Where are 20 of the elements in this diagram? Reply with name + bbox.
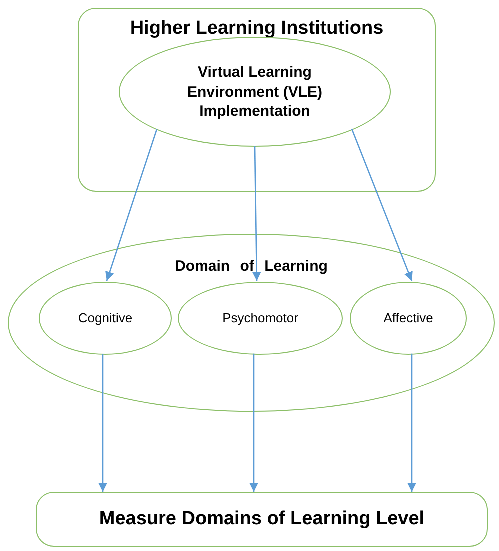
domain-ellipse (8, 234, 495, 412)
psychomotor-ellipse (178, 282, 343, 355)
node-label: Affective (382, 310, 434, 327)
arrow (252, 146, 262, 282)
arrow (106, 129, 158, 282)
institution-box (78, 8, 436, 192)
node-label: Cognitive (77, 310, 134, 327)
node-label: Domain of Learning (174, 257, 329, 276)
node-label: Psychomotor (222, 310, 300, 327)
cognitive-ellipse (39, 282, 172, 355)
node-label: Virtual Learning Environment (VLE) Implementation (186, 62, 324, 122)
arrow (407, 354, 417, 492)
arrow (351, 128, 413, 282)
vle-ellipse (119, 37, 391, 147)
outcome-box (36, 492, 488, 547)
arrow (98, 354, 108, 492)
node-label: Measure Domains of Learning Level (98, 507, 426, 532)
arrow (249, 354, 259, 492)
node-label: Higher Learning Institutions (129, 17, 385, 41)
affective-ellipse (350, 282, 467, 355)
